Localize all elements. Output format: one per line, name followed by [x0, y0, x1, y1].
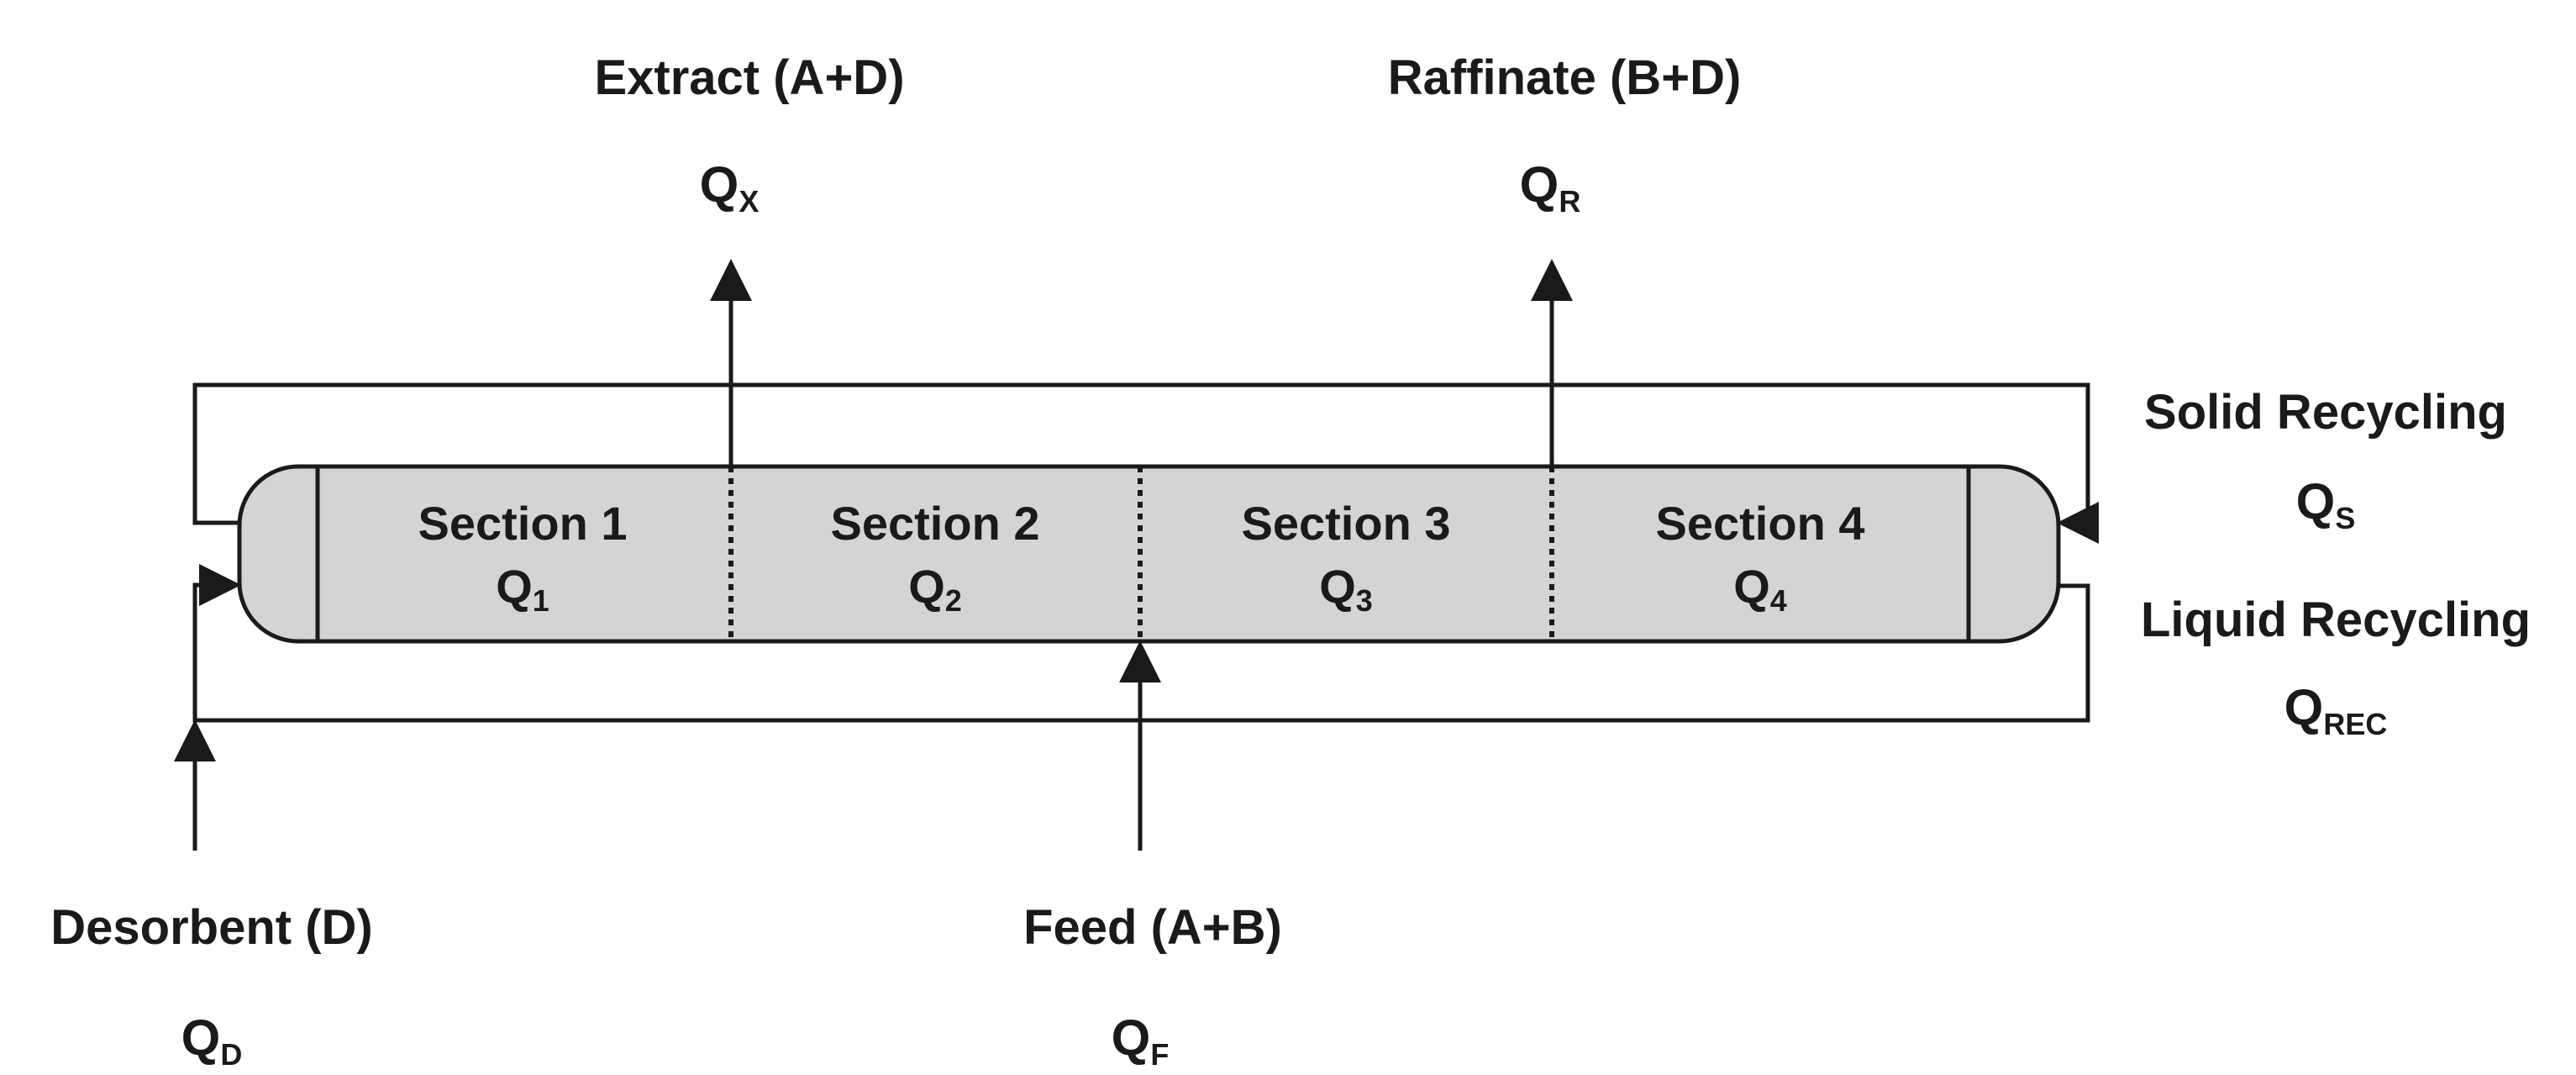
liquid-recycling-label: Liquid Recycling: [2141, 593, 2531, 647]
extract-label: Extract (A+D): [594, 50, 904, 105]
liquid-recycling-flow: QREC: [2284, 679, 2388, 741]
extract-flow: QX: [700, 156, 760, 219]
section-2: Section 2 Q2: [831, 497, 1040, 618]
section-1-label: Section 1: [418, 497, 628, 550]
solid-recycling-line: [192, 382, 2099, 544]
raffinate-flow: QR: [1520, 156, 1581, 219]
desorbent-label: Desorbent (D): [50, 900, 372, 955]
section-4-label: Section 4: [1656, 497, 1865, 550]
section-2-label: Section 2: [831, 497, 1040, 550]
section-4-flow: Q4: [1733, 560, 1787, 618]
chromatography-column: [237, 464, 2061, 644]
section-4: Section 4 Q4: [1656, 497, 1865, 618]
section-3-label: Section 3: [1242, 497, 1451, 550]
solid-recycling-label: Solid Recycling: [2144, 385, 2507, 440]
desorbent-flow: QD: [181, 1009, 243, 1072]
feed-flow: QF: [1112, 1009, 1170, 1072]
section-1-flow: Q1: [496, 560, 549, 618]
solid-recycling-flow: QS: [2296, 473, 2356, 535]
raffinate-label: Raffinate (B+D): [1388, 50, 1742, 105]
feed-label: Feed (A+B): [1023, 900, 1282, 955]
section-3-flow: Q3: [1319, 560, 1373, 618]
section-3: Section 3 Q3: [1242, 497, 1451, 618]
section-2-flow: Q2: [908, 560, 962, 618]
section-1: Section 1 Q1: [418, 497, 628, 618]
